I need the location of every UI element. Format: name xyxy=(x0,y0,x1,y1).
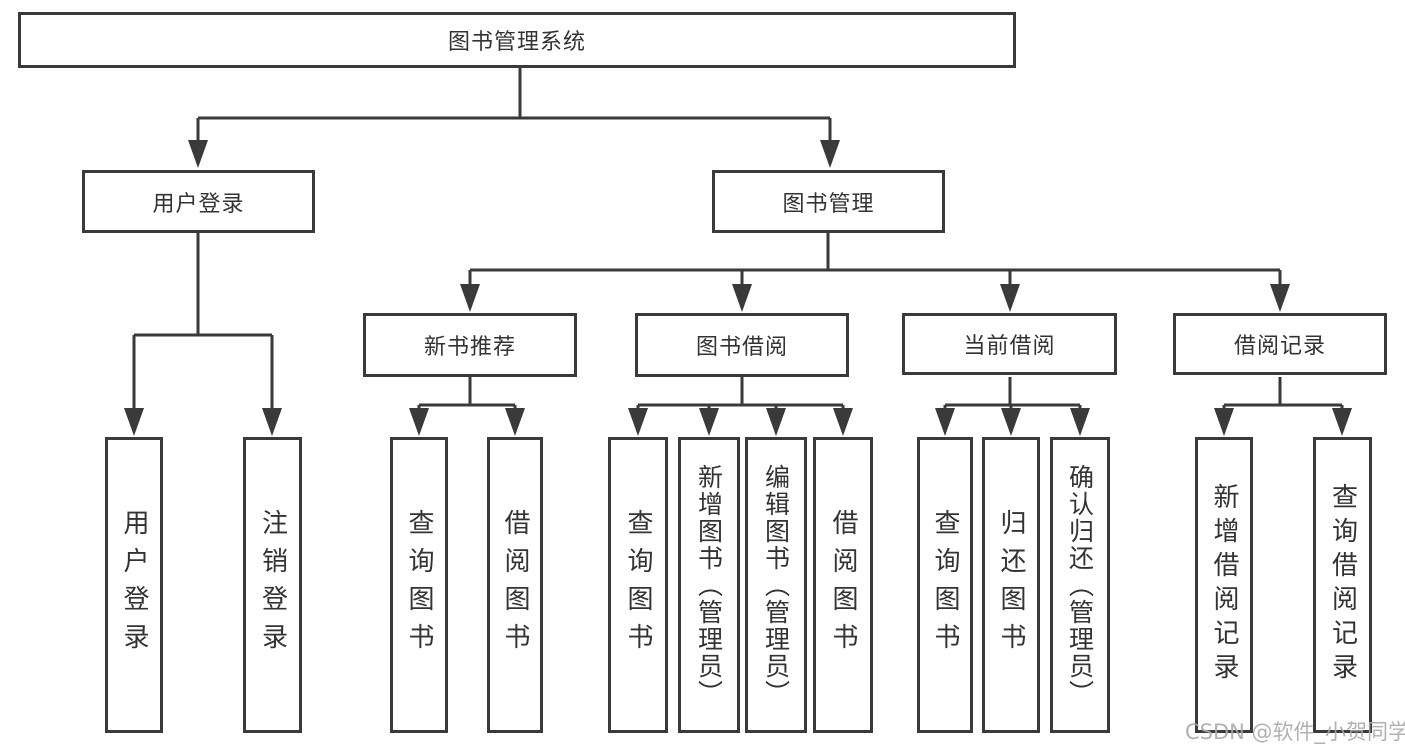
leaf-borrow-books-recommend-label: 借阅图书 xyxy=(500,509,530,661)
edge-group-book-borrow xyxy=(628,377,853,436)
leaf-confirm-return-admin: 确认归还（管理员） xyxy=(1050,437,1110,733)
node-new-book-recommend: 新书推荐 xyxy=(363,313,577,377)
leaf-add-books-admin: 新增图书（管理员） xyxy=(678,437,740,733)
node-book-management-label: 图书管理 xyxy=(782,191,875,217)
edge-group-root xyxy=(188,68,840,168)
csdn-watermark: CSDN @软件_小贺同学 xyxy=(1185,720,1405,744)
leaf-add-borrow-record: 新增借阅记录 xyxy=(1195,437,1253,733)
leaf-query-borrow-record: 查询借阅记录 xyxy=(1313,437,1372,733)
leaf-user-login: 用户登录 xyxy=(105,437,163,733)
leaf-add-borrow-record-label: 新增借阅记录 xyxy=(1209,483,1239,687)
leaf-query-borrow-record-label: 查询借阅记录 xyxy=(1327,483,1358,687)
leaf-logout-label: 注销登录 xyxy=(257,509,288,661)
leaf-edit-books-admin: 编辑图书（管理员） xyxy=(745,437,807,733)
leaf-query-books-borrowing: 查询图书 xyxy=(608,437,668,733)
node-user-login: 用户登录 xyxy=(82,170,315,233)
leaf-query-books-recommend-label: 查询图书 xyxy=(404,509,434,661)
leaf-return-books: 归还图书 xyxy=(982,437,1040,733)
node-current-borrowing: 当前借阅 xyxy=(902,313,1117,375)
leaf-query-books-recommend: 查询图书 xyxy=(390,437,448,733)
leaf-query-books-current-label: 查询图书 xyxy=(930,509,960,661)
leaf-add-books-admin-label: 新增图书（管理员） xyxy=(694,463,724,707)
edge-group-borrow-record xyxy=(1214,377,1352,436)
node-borrowing-records-label: 借阅记录 xyxy=(1233,334,1326,359)
leaf-user-login-label: 用户登录 xyxy=(119,509,149,661)
edge-group-new-book-rec xyxy=(409,377,525,436)
leaf-borrow-books-borrowing-label: 借阅图书 xyxy=(828,509,858,661)
edge-group-book-mgmt xyxy=(460,233,1290,312)
node-borrowing-records: 借阅记录 xyxy=(1173,313,1387,375)
node-user-login-label: 用户登录 xyxy=(152,191,245,217)
leaf-return-books-label: 归还图书 xyxy=(996,509,1026,661)
leaf-confirm-return-admin-label: 确认归还（管理员） xyxy=(1065,463,1095,707)
leaf-borrow-books-recommend: 借阅图书 xyxy=(487,437,543,733)
node-root-label: 图书管理系统 xyxy=(447,30,586,55)
node-book-borrowing: 图书借阅 xyxy=(635,313,849,377)
node-book-management: 图书管理 xyxy=(712,170,945,233)
edge-group-current-borrow xyxy=(935,377,1090,436)
node-new-book-recommend-label: 新书推荐 xyxy=(423,335,516,360)
leaf-query-books-borrowing-label: 查询图书 xyxy=(623,509,653,661)
leaf-borrow-books-borrowing: 借阅图书 xyxy=(813,437,873,733)
leaf-query-books-current: 查询图书 xyxy=(917,437,973,733)
leaf-edit-books-admin-label: 编辑图书（管理员） xyxy=(761,463,791,707)
node-root: 图书管理系统 xyxy=(18,12,1016,68)
leaf-logout: 注销登录 xyxy=(243,437,302,733)
node-current-borrowing-label: 当前借阅 xyxy=(963,334,1056,359)
node-book-borrowing-label: 图书借阅 xyxy=(695,335,788,360)
edge-group-user-login xyxy=(124,233,282,436)
